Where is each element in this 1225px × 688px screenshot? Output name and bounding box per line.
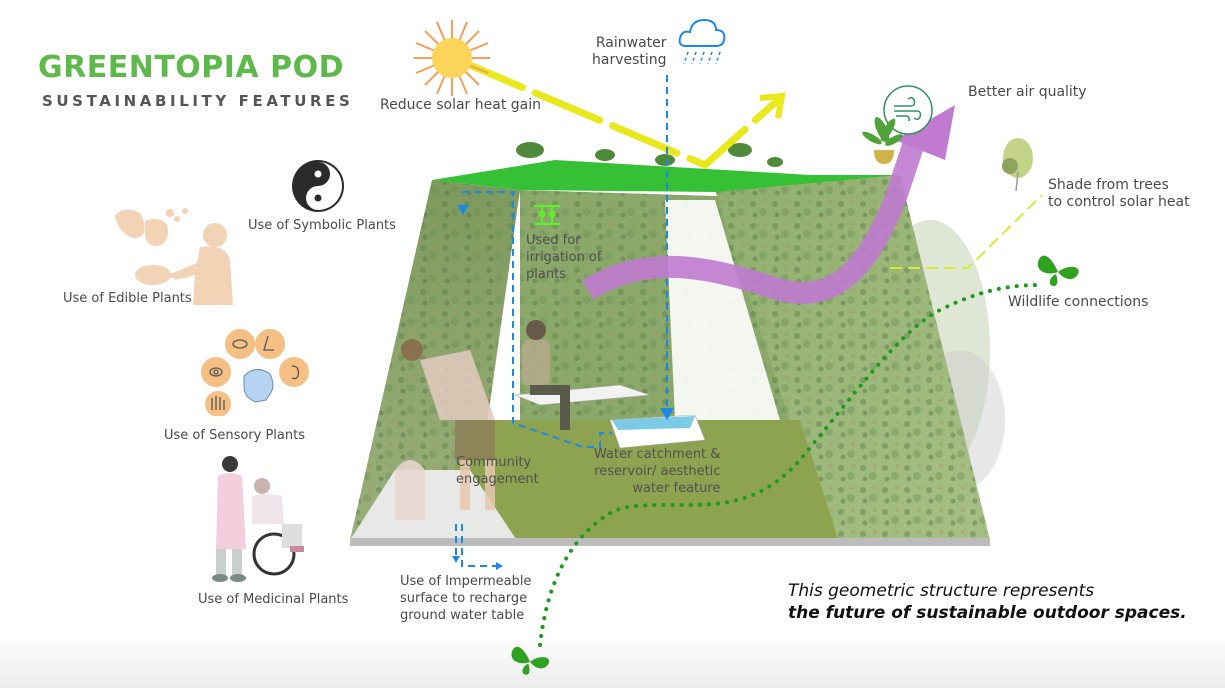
sprinkler-icon: [534, 204, 560, 226]
water-catchment-line1: Water catchment &: [594, 447, 721, 462]
shade-connector-line: [890, 194, 1043, 269]
sensory-plants-label: Use of Sensory Plants: [164, 428, 305, 443]
yin-yang-icon: [292, 160, 344, 212]
butterfly-icon: [1037, 255, 1079, 286]
community-label-line2: engagement: [456, 472, 539, 487]
wildlife-dotted-path: [538, 283, 1042, 647]
medicinal-plants-label: Use of Medicinal Plants: [198, 592, 349, 607]
wildlife-label: Wildlife connections: [1008, 294, 1149, 310]
roof-plants: [516, 142, 783, 167]
butterfly-icon: [511, 646, 550, 675]
shade-label: Shade from trees to control solar heat: [1048, 177, 1190, 211]
impermeable-line2: surface to recharge: [400, 591, 528, 606]
air-quality-label: Better air quality: [968, 84, 1087, 100]
tagline-line1: This geometric structure represents: [788, 581, 1095, 601]
irrigation-label-line1: Used for: [526, 233, 581, 248]
solar-label: Reduce solar heat gain: [380, 97, 541, 113]
rain-arrowheads: [452, 205, 674, 570]
page-subtitle: SUSTAINABILITY FEATURES: [42, 92, 354, 110]
solar-reflection-arrow: [454, 56, 786, 170]
potted-plant-icon: [862, 117, 903, 164]
page-title: GREENTOPIA POD: [38, 50, 344, 85]
impermeable-line1: Use of Impermeable: [400, 574, 532, 589]
edible-plants-label: Use of Edible Plants: [63, 291, 192, 306]
person-seated: [522, 320, 570, 430]
tagline-line2: the future of sustainable outdoor spaces…: [788, 603, 1187, 623]
impermeable-surface-label: Use of Impermeable surface to recharge g…: [400, 573, 531, 624]
irrigation-label: Used for irrigation of plants: [526, 232, 601, 283]
rain-cloud-icon: [678, 18, 726, 65]
sun-icon: [414, 20, 490, 96]
irrigation-label-line3: plants: [526, 267, 566, 282]
water-catchment-line3: water feature: [632, 481, 721, 496]
wind-icon: [883, 85, 933, 135]
pod-structure: [350, 142, 990, 546]
air-flow-arrow: [582, 105, 955, 304]
shade-label-line2: to control solar heat: [1048, 194, 1190, 210]
chef-icon: [115, 208, 233, 305]
irrigation-label-line2: irrigation of: [526, 250, 602, 265]
community-label-line1: Community: [456, 455, 532, 470]
person-gardening: [395, 339, 495, 520]
senses-icon: [201, 329, 309, 416]
impermeable-line3: ground water table: [400, 608, 525, 623]
water-catchment-label: Water catchment & reservoir/ aesthetic w…: [594, 446, 720, 497]
shade-label-line1: Shade from trees: [1048, 177, 1169, 193]
rainwater-flow-lines: [455, 75, 668, 567]
symbolic-plants-label: Use of Symbolic Plants: [248, 218, 396, 233]
wheelchair-care-icon: [212, 456, 304, 582]
tree-icon: [1002, 138, 1033, 191]
rainwater-label-line1: Rainwater: [595, 35, 667, 51]
water-catchment-line2: reservoir/ aesthetic: [594, 464, 721, 479]
rainwater-label: Rainwater harvesting: [592, 35, 667, 69]
tagline: This geometric structure represents the …: [788, 580, 1187, 624]
community-label: Community engagement: [456, 454, 539, 488]
rainwater-label-line2: harvesting: [592, 52, 667, 68]
